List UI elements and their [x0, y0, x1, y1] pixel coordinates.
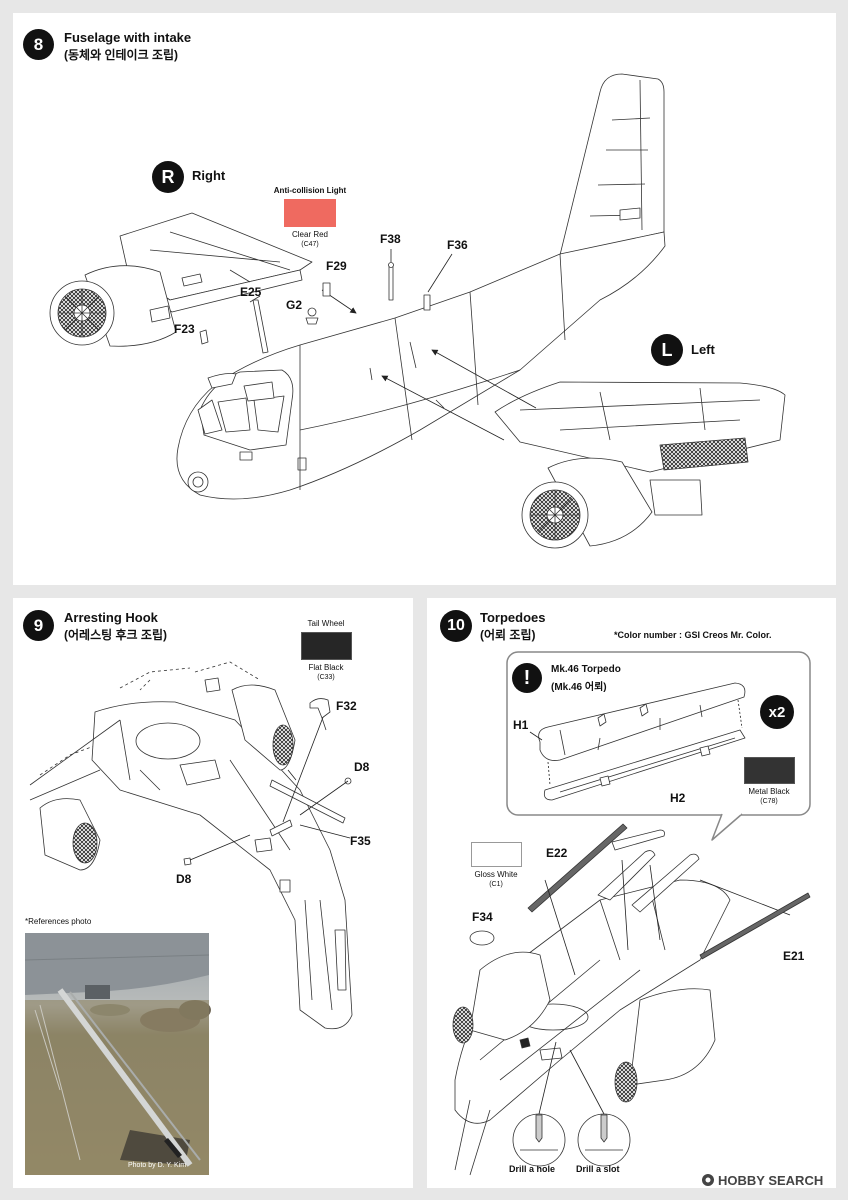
metal-black-paint-callout: Metal Black (C78)	[734, 753, 804, 806]
part-label-f23: F23	[174, 322, 195, 336]
step-10-badge: 10	[440, 610, 472, 642]
gloss-white-name: Gloss White	[474, 870, 518, 879]
left-side-badge: L	[651, 334, 683, 366]
gloss-white-swatch	[470, 842, 522, 867]
right-engine-front	[49, 280, 115, 346]
cockpit-canopy	[197, 369, 294, 451]
clear-red-swatch	[284, 199, 336, 227]
mk46-torpedo-h1	[529, 682, 746, 786]
part-label-g2: G2	[286, 298, 303, 312]
right-side-label: Right	[192, 168, 226, 183]
step-9-badge: 9	[23, 610, 54, 641]
part-label-e22: E22	[546, 846, 568, 860]
gloss-white-code: (C1)	[489, 881, 503, 888]
step-9-title: Arresting Hook	[64, 610, 158, 625]
left-side-label: Left	[691, 342, 715, 357]
right-wing-assembly	[84, 212, 313, 347]
part-f38-rod	[388, 249, 394, 301]
tail-fin	[559, 73, 665, 256]
right-side-badge: R	[152, 161, 184, 193]
step-10-subtitle: (어뢰 조립)	[480, 628, 536, 642]
caution-badge: !	[512, 663, 542, 693]
part-f23	[199, 329, 209, 345]
clear-red-paint-callout: Anti-collision Light Clear Red (C47)	[260, 186, 360, 249]
part-label-d8-top: D8	[354, 760, 370, 774]
part-label-f29: F29	[326, 259, 347, 273]
f35-leader	[299, 824, 351, 839]
hobby-search-watermark: HOBBY SEARCH	[718, 1173, 824, 1188]
clear-red-code: (C47)	[301, 241, 319, 248]
step-8-subtitle: (동체와 인테이크 조립)	[64, 48, 179, 62]
mounted-torpedoes	[597, 829, 791, 951]
part-label-f32: F32	[336, 699, 357, 713]
part-f29	[322, 282, 331, 297]
part-f32-tail-wheel	[309, 698, 331, 731]
drill-hole-label: Drill a hole	[509, 1164, 556, 1174]
photo-credit: Photo by D. Y. Kim	[128, 1162, 187, 1169]
left-engine-pod	[29, 719, 121, 871]
tail-wheel-label: Tail Wheel	[307, 619, 345, 628]
part-e25-rod	[249, 295, 269, 354]
step-10-title: Torpedoes	[480, 610, 546, 625]
right-engine-pod	[204, 677, 296, 771]
flat-black-swatch	[300, 632, 352, 660]
drill-hole-detail	[512, 1041, 566, 1167]
reference-photo-label: *References photo	[25, 917, 92, 926]
part-d8-bottom	[183, 834, 251, 866]
quantity-x2-badge: x2	[760, 695, 794, 729]
part-label-d8-bottom: D8	[176, 872, 192, 886]
flat-black-code: (C33)	[317, 674, 335, 681]
step-8-title: Fuselage with intake	[64, 30, 192, 45]
part-e21-rod	[699, 892, 811, 960]
arresting-hook-arm	[269, 711, 346, 837]
part-d8-top	[299, 777, 352, 816]
part-g2	[305, 307, 319, 325]
part-label-f38: F38	[380, 232, 401, 246]
part-label-f34: F34	[472, 910, 493, 924]
reference-photo	[24, 933, 211, 1175]
part-label-e21: E21	[783, 949, 805, 963]
left-engine-pod-step10	[452, 951, 551, 1044]
drill-slot-label: Drill a slot	[576, 1164, 620, 1174]
metal-black-swatch	[743, 757, 795, 784]
part-label-f35: F35	[350, 834, 371, 848]
color-number-note: *Color number : GSI Creos Mr. Color.	[614, 630, 772, 640]
hobby-search-logo-icon	[702, 1174, 714, 1186]
part-e22-rod	[527, 823, 628, 976]
flat-black-name: Flat Black	[308, 663, 344, 672]
nose-radome	[187, 451, 253, 493]
part-label-h1: H1	[513, 718, 529, 732]
anti-collision-light-label: Anti-collision Light	[273, 186, 347, 195]
part-label-f36: F36	[447, 238, 468, 252]
step-9-subtitle: (어레스팅 후크 조립)	[64, 628, 167, 642]
clear-red-name: Clear Red	[291, 230, 328, 239]
step-8-badge: 8	[23, 29, 54, 60]
left-wing-assembly	[494, 381, 786, 547]
torpedo-callout-subtitle: (Mk.46 어뢰)	[551, 682, 607, 693]
gloss-white-paint-callout: Gloss White (C1)	[460, 838, 532, 889]
drill-slot-detail	[569, 1049, 631, 1167]
part-f36-rod	[423, 253, 453, 311]
flat-black-paint-callout: Tail Wheel Flat Black (C33)	[286, 619, 366, 682]
left-engine-front	[521, 481, 589, 549]
part-label-h2: H2	[670, 791, 686, 805]
part-label-e25: E25	[240, 285, 262, 299]
wing-outline-dashed	[39, 661, 261, 776]
metal-black-name: Metal Black	[748, 787, 790, 796]
torpedo-callout-title: Mk.46 Torpedo	[551, 664, 621, 675]
torpedo-rail-h2	[543, 729, 746, 801]
right-engine-pod-step10	[614, 988, 716, 1103]
fuselage-underside	[91, 701, 353, 1030]
part-f34	[469, 930, 495, 946]
metal-black-code: (C78)	[760, 798, 778, 805]
